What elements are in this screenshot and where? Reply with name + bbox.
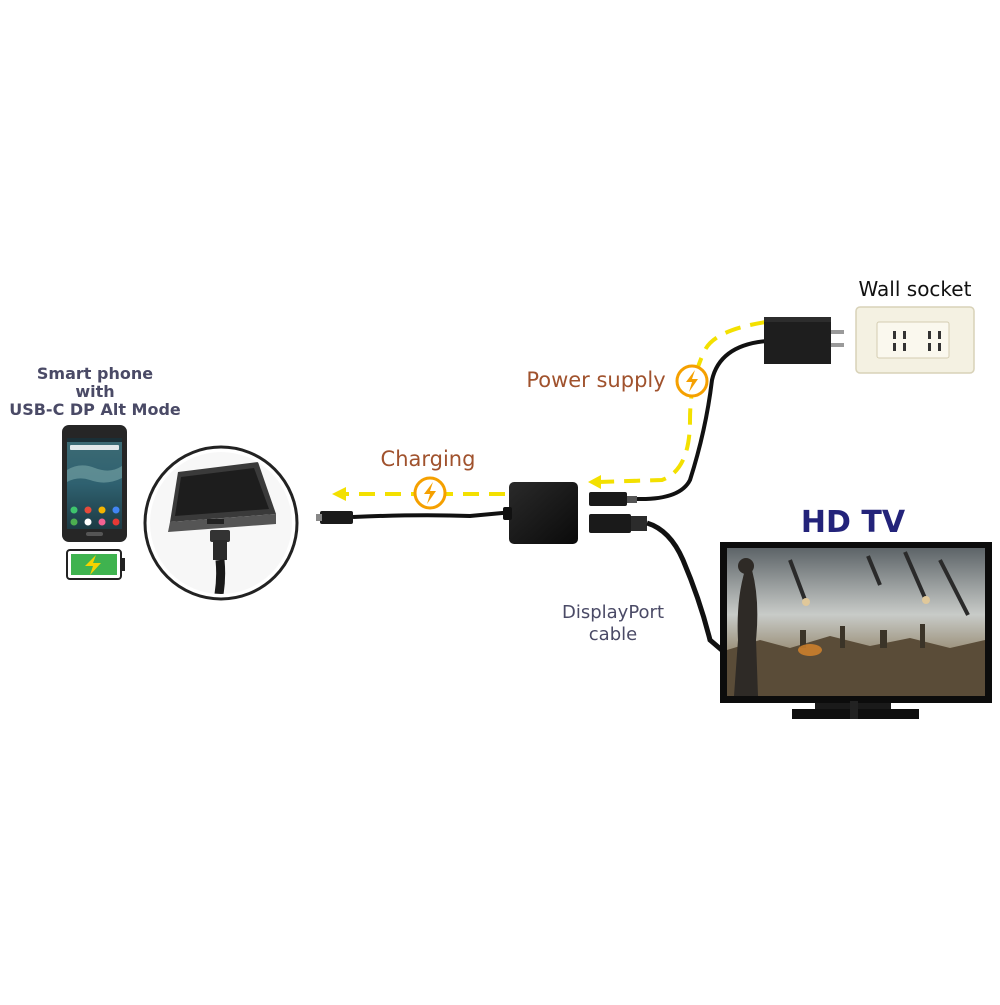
smartphone [62,425,127,542]
charging-label: Charging [381,447,476,471]
wall-socket [855,306,975,374]
usb-c-dp-adapter [503,482,578,544]
phone-app-icon [98,518,106,526]
phone-screen [67,438,122,529]
wall-charger [764,317,844,364]
phone-app-icon [112,506,120,514]
tv-screen [727,548,985,696]
wall-socket-label: Wall socket [859,277,972,301]
power-cable [636,339,768,502]
phone-app-icon [70,506,78,514]
phone-app-icon [98,506,106,514]
displayport-cable [646,520,726,654]
power-supply-label: Power supply [526,368,665,392]
battery-charging-icon [66,549,125,580]
displayport-label-line1: DisplayPort [562,602,664,623]
hd-tv-label: HD TV [801,505,906,540]
phone-label-line1: Smart phone [37,364,153,383]
displayport-label-line2: cable [589,624,637,645]
phone-app-icon [84,506,92,514]
phone-label-line3: USB-C DP Alt Mode [9,400,181,419]
displayport-connector [589,514,647,533]
usb-c-port-closeup [143,445,299,601]
phone-app-icon [84,518,92,526]
search-bar [70,445,119,450]
hd-tv [720,542,992,719]
power-supply-bolt-icon [675,364,709,398]
phone-app-icon [112,518,120,526]
phone-app-icon [70,518,78,526]
power-input-connector [589,492,637,506]
usb-c-cable [316,510,514,524]
charging-bolt-icon [413,476,447,510]
phone-label-line2: with [75,382,114,401]
